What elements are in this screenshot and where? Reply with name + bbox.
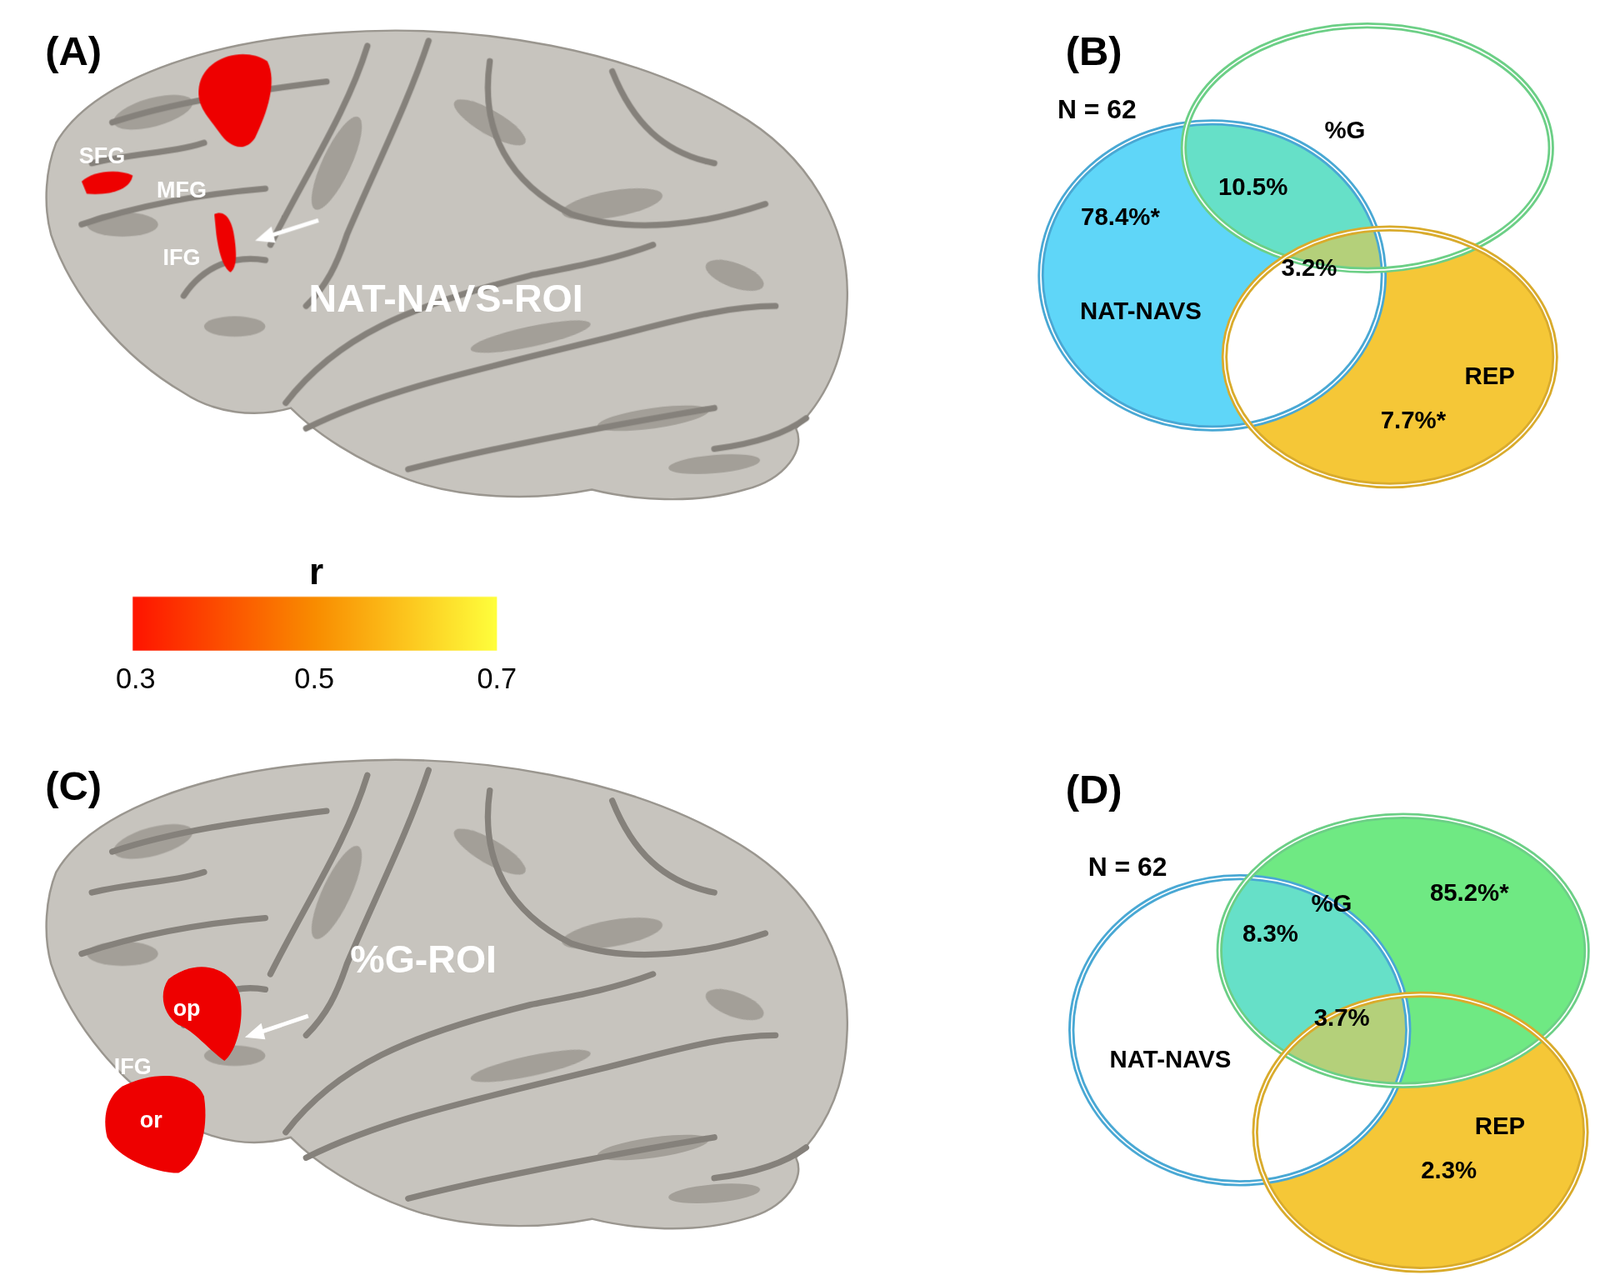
colour-bar	[132, 596, 497, 651]
brain-render-a	[46, 30, 848, 500]
venn-set-ellipse: REP 7.7%*	[1224, 228, 1555, 486]
figure-label: MFG	[156, 178, 207, 201]
set-label: 7.7%*	[1380, 408, 1446, 433]
figure-label: 0.5	[294, 664, 335, 693]
figure-label: (A)	[45, 30, 102, 72]
venn-set-ellipse: %G	[1183, 25, 1551, 271]
figure-label: 3.2%	[1281, 255, 1338, 280]
set-label: REP	[1475, 1113, 1525, 1138]
figure-label: 10.5%	[1218, 174, 1288, 199]
set-label: 78.4%*	[1080, 204, 1160, 229]
figure-label: NAT-NAVS-ROI	[309, 278, 584, 318]
set-label: 85.2%*	[1430, 880, 1510, 905]
set-label: NAT-NAVS	[1080, 299, 1202, 324]
figure-label: N = 62	[1088, 854, 1168, 881]
venn-diagram-b	[1040, 25, 1555, 486]
figure-label: 0.3	[115, 664, 156, 693]
figure-label: (B)	[1065, 30, 1123, 72]
venn-set-ellipse: REP 2.3%	[1255, 995, 1586, 1271]
set-label: REP	[1465, 363, 1515, 388]
figure-label: IFG	[114, 1055, 152, 1078]
figure-label: op	[173, 996, 201, 1020]
figure-label: (D)	[1065, 768, 1123, 810]
set-label: %G	[1324, 117, 1365, 142]
venn-diagram-d	[1071, 815, 1587, 1270]
figure-label: N = 62	[1057, 96, 1137, 124]
venn-set-ellipse: NAT-NAVS	[1071, 877, 1409, 1184]
figure-label: 0.7	[476, 664, 517, 693]
set-label: 2.3%	[1420, 1158, 1477, 1183]
venn-set-ellipse: %G 85.2%*	[1219, 816, 1587, 1086]
figure-label: (C)	[45, 765, 102, 806]
figure-label: %G-ROI	[350, 940, 497, 980]
figure-label: or	[140, 1109, 163, 1132]
set-label: %G	[1310, 890, 1352, 915]
brain-render-c	[46, 760, 848, 1229]
figure-label: 3.7%	[1314, 1005, 1370, 1030]
figure-label: SFG	[79, 145, 125, 168]
figure-label: r	[309, 553, 324, 590]
figure-label: IFG	[163, 245, 201, 269]
set-label: NAT-NAVS	[1110, 1046, 1232, 1071]
figure-label: 8.3%	[1242, 921, 1299, 946]
